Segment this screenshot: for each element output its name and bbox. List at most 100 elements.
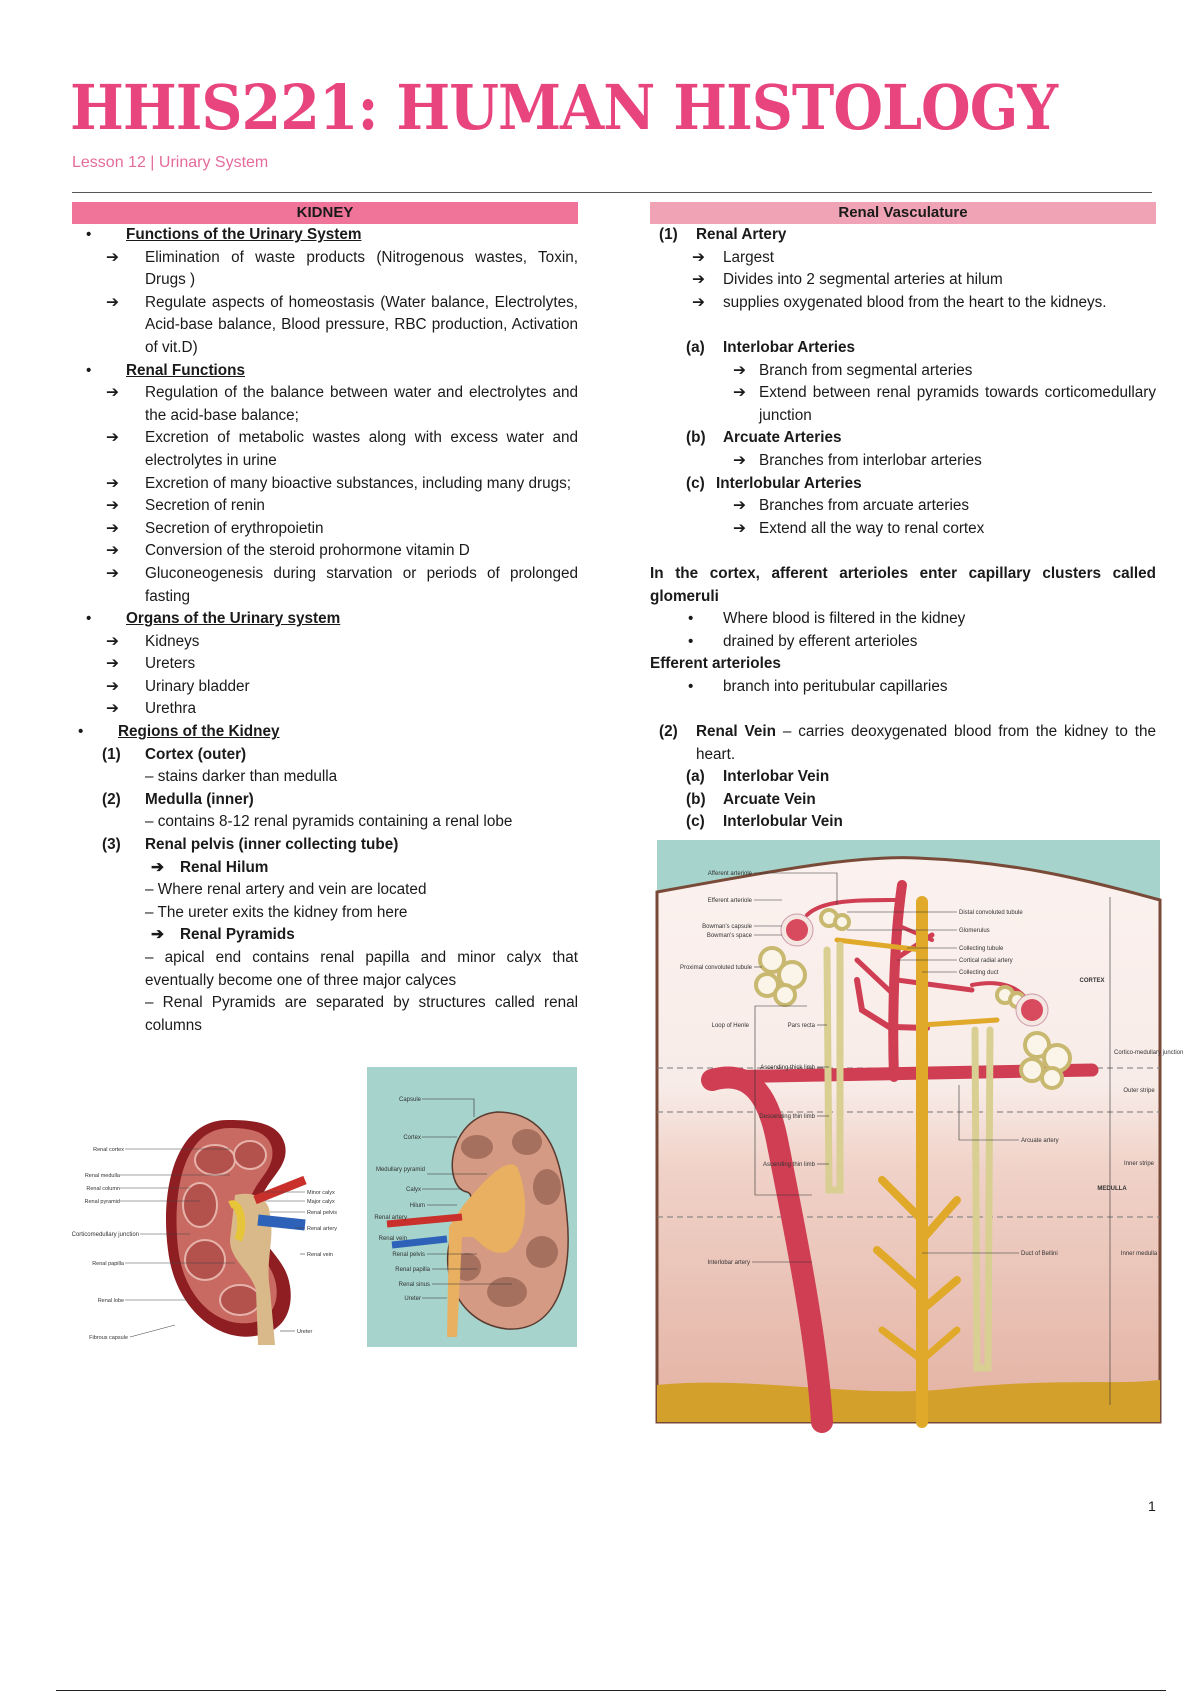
region-note: – stains darker than medulla bbox=[145, 768, 338, 786]
label-renal-artery: Renal artery bbox=[307, 1226, 337, 1232]
renal-vein: (2)Renal Vein – carries deoxygenated blo… bbox=[659, 723, 1156, 763]
regions-heading: •Regions of the Kidney bbox=[72, 721, 578, 744]
label-descending-thin-limb: Descending thin limb bbox=[759, 1114, 815, 1120]
label-renal-column: Renal column bbox=[86, 1186, 120, 1192]
list-item: ➔Regulate aspects of homeostasis (Water … bbox=[106, 293, 578, 356]
region-pelvis: (3)Renal pelvis (inner collecting tube) bbox=[102, 836, 399, 854]
label-inner-medulla: Inner medulla bbox=[1121, 1251, 1158, 1257]
label-renal-pelvis: Renal pelvis bbox=[392, 1252, 425, 1258]
list-item: ➔Regulation of the balance between water… bbox=[106, 384, 578, 424]
renal-artery-heading: (1)Renal Artery bbox=[659, 226, 787, 243]
label-ureter: Ureter bbox=[404, 1296, 421, 1302]
label-cortex-zone: CORTEX bbox=[1079, 978, 1104, 984]
arrow-icon: ➔ bbox=[106, 700, 119, 718]
list-item: ➔Branch from segmental arteries bbox=[650, 360, 1156, 383]
label-afferent-arteriole: Afferent arteriole bbox=[708, 871, 753, 877]
label-glomerulus: Glomerulus bbox=[959, 928, 990, 934]
region-cortex: (1)Cortex (outer) bbox=[102, 745, 247, 763]
label-minor-calyx: Minor calyx bbox=[307, 1190, 335, 1196]
list-item: ➔Branches from interlobar arteries bbox=[650, 450, 1156, 473]
label-ureter: Ureter bbox=[297, 1329, 312, 1335]
list-item: ➔Extend all the way to renal cortex bbox=[650, 518, 1156, 541]
label-pars-recta: Pars recta bbox=[788, 1023, 816, 1029]
list-item: ➔Kidneys bbox=[72, 631, 578, 654]
label-hilum: Hilum bbox=[410, 1203, 425, 1209]
bullet-icon: • bbox=[688, 610, 694, 628]
arrow-icon: ➔ bbox=[106, 632, 119, 650]
arrow-icon: ➔ bbox=[106, 248, 119, 266]
label-renal-papilla: Renal papilla bbox=[92, 1261, 125, 1267]
arrow-icon: ➔ bbox=[151, 926, 164, 944]
arrow-icon: ➔ bbox=[106, 293, 119, 311]
arcuate-vein: (b)Arcuate Vein bbox=[686, 790, 816, 808]
label-corticomedullary-zone: Cortico-medullary junction bbox=[1114, 1050, 1183, 1056]
bullet-icon: • bbox=[86, 610, 92, 628]
list-item: ➔Urethra bbox=[72, 698, 578, 721]
page-number: 1 bbox=[1148, 1498, 1156, 1514]
bullet-icon: • bbox=[688, 632, 694, 650]
label-cortical-radial-artery: Cortical radial artery bbox=[959, 958, 1013, 964]
interlobular-arteries: (c)Interlobular Arteries bbox=[686, 474, 862, 492]
arrow-icon: ➔ bbox=[106, 384, 119, 402]
label-cortex: Cortex bbox=[403, 1135, 421, 1141]
arrow-icon: ➔ bbox=[733, 519, 746, 537]
label-ascending-thick-limb: Ascending thick limb bbox=[760, 1065, 815, 1071]
label-medullary-pyramid: Medullary pyramid bbox=[376, 1167, 425, 1173]
renal-hilum: ➔Renal Hilum bbox=[72, 857, 578, 880]
nephron-vasculature-figure: Afferent arteriole Efferent arteriole Bo… bbox=[655, 840, 1183, 1433]
arrow-icon: ➔ bbox=[733, 451, 746, 469]
interlobar-vein: (a)Interlobar Vein bbox=[686, 768, 830, 786]
arrow-icon: ➔ bbox=[106, 519, 119, 537]
arrow-icon: ➔ bbox=[106, 655, 119, 673]
label-ascending-thin-limb: Ascending thin limb bbox=[763, 1162, 816, 1168]
label-collecting-tubule: Collecting tubule bbox=[959, 946, 1004, 952]
label-interlobar-artery: Interlobar artery bbox=[708, 1260, 750, 1266]
cortex-note: In the cortex, afferent arterioles enter… bbox=[650, 564, 1156, 605]
header-divider bbox=[72, 192, 1152, 193]
efferent-heading: Efferent arterioles bbox=[650, 655, 781, 673]
arrow-icon: ➔ bbox=[106, 564, 119, 582]
label-renal-sinus: Renal sinus bbox=[399, 1282, 430, 1288]
functions-heading: •Functions of the Urinary System bbox=[72, 224, 578, 247]
list-item: ➔Branches from arcuate arteries bbox=[650, 495, 1156, 518]
kidney-header: KIDNEY bbox=[72, 202, 578, 224]
arrow-icon: ➔ bbox=[106, 677, 119, 695]
label-renal-pyramid: Renal pyramid bbox=[85, 1199, 120, 1205]
label-calyx: Calyx bbox=[406, 1187, 421, 1193]
label-medulla-zone: MEDULLA bbox=[1097, 1186, 1127, 1192]
bullet-icon: • bbox=[86, 226, 92, 243]
label-renal-vein: Renal vein bbox=[379, 1236, 407, 1242]
label-inner-stripe: Inner stripe bbox=[1124, 1161, 1155, 1167]
list-item: ➔Excretion of many bioactive substances,… bbox=[72, 473, 578, 496]
label-renal-artery: Renal artery bbox=[374, 1215, 407, 1221]
bullet-icon: • bbox=[86, 361, 92, 379]
list-item: ➔Largest bbox=[650, 247, 1156, 270]
list-item: ➔Conversion of the steroid prohormone vi… bbox=[72, 540, 578, 563]
label-proximal-convoluted-tubule: Proximal convoluted tubule bbox=[680, 965, 753, 971]
label-efferent-arteriole: Efferent arteriole bbox=[708, 898, 753, 904]
list-item: ➔Secretion of erythropoietin bbox=[72, 518, 578, 541]
renal-vasculature-section: Renal Vasculature (1)Renal Artery ➔Large… bbox=[650, 202, 1156, 834]
kidney-section: KIDNEY •Functions of the Urinary System … bbox=[72, 202, 578, 1037]
list-item: ➔Gluconeogenesis during starvation or pe… bbox=[106, 564, 578, 605]
label-fibrous-capsule: Fibrous capsule bbox=[89, 1335, 128, 1341]
document-title: HHIS221: HUMAN HISTOLOGY bbox=[70, 72, 1058, 145]
label-renal-lobe: Renal lobe bbox=[98, 1298, 124, 1304]
organs-heading: •Organs of the Urinary system bbox=[72, 608, 578, 631]
list-item: ➔Elimination of waste products (Nitrogen… bbox=[106, 248, 578, 289]
list-item: ➔supplies oxygenated blood from the hear… bbox=[650, 292, 1156, 315]
interlobular-vein: (c)Interlobular Vein bbox=[686, 813, 843, 831]
label-arcuate-artery: Arcuate artery bbox=[1021, 1138, 1059, 1144]
arrow-icon: ➔ bbox=[106, 542, 119, 560]
list-item: •branch into peritubular capillaries bbox=[650, 676, 1156, 699]
label-collecting-duct: Collecting duct bbox=[959, 970, 999, 976]
list-item: •drained by efferent arterioles bbox=[650, 631, 1156, 654]
arrow-icon: ➔ bbox=[106, 497, 119, 515]
list-item: ➔Extend between renal pyramids towards c… bbox=[733, 384, 1156, 424]
label-bowmans-space: Bowman's space bbox=[707, 933, 753, 939]
bullet-icon: • bbox=[78, 723, 84, 741]
arrow-icon: ➔ bbox=[692, 248, 705, 266]
arrow-icon: ➔ bbox=[692, 293, 705, 311]
arrow-icon: ➔ bbox=[151, 858, 164, 876]
region-note: – The ureter exits the kidney from here bbox=[145, 903, 408, 921]
